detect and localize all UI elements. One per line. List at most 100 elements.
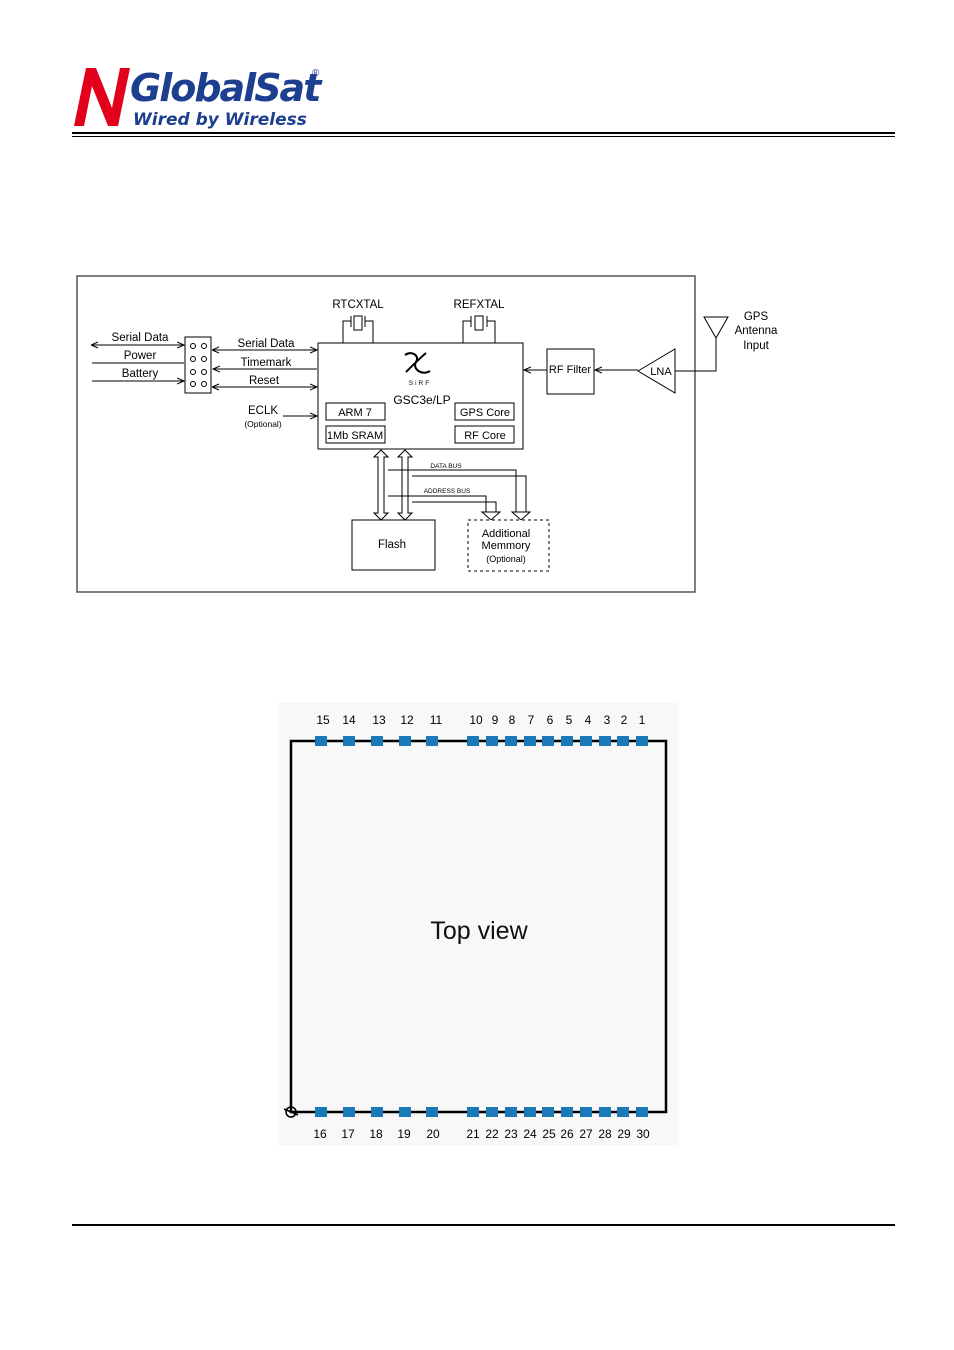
pin-number: 10: [469, 713, 483, 727]
pin-number: 9: [492, 713, 499, 727]
eclk-note: (Optional): [244, 419, 281, 429]
pin-pad: [561, 736, 573, 746]
sirf-chip: [317, 342, 524, 450]
pin-number: 25: [542, 1127, 556, 1141]
pin-pad: [315, 736, 327, 746]
ref-crystal-icon: [462, 315, 496, 343]
brand-name: GlobalSat: [130, 66, 321, 110]
pin-number: 24: [523, 1127, 537, 1141]
address-bus-label: ADDRESS BUS: [424, 488, 471, 495]
pin-pad: [524, 736, 536, 746]
arm7-label: ARM 7: [338, 407, 372, 419]
additional-memory-note: (Optional): [486, 554, 526, 564]
pin-pad: [486, 1107, 498, 1117]
pin-pad: [561, 1107, 573, 1117]
arm7-block: [325, 402, 386, 421]
gps-core-label: GPS Core: [460, 407, 510, 419]
sram-label: 1Mb SRAM: [327, 430, 383, 442]
company-logo: [72, 66, 332, 132]
pin-pad: [426, 1107, 438, 1117]
pin-pad: [580, 736, 592, 746]
rtc-crystal-icon: [342, 315, 374, 343]
pin-pad: [617, 1107, 629, 1117]
antenna-feed-line: [675, 332, 717, 372]
pin-number: 7: [528, 713, 535, 727]
ref-crystal-label: REFXTAL: [454, 299, 506, 311]
sirf-logo-icon: [404, 352, 431, 374]
chip-signal-label: Serial Data: [238, 338, 295, 350]
pin1-marker-icon: [283, 1106, 299, 1118]
pin-pad: [599, 1107, 611, 1117]
module-outline: [289, 739, 668, 1114]
pin-pad: [505, 1107, 517, 1117]
header-divider-thin: [72, 136, 895, 137]
antenna-label: Input: [743, 340, 769, 352]
pin-number: 4: [585, 713, 592, 727]
rtc-crystal-label: RTCXTAL: [332, 299, 384, 311]
diagram-frame: [76, 275, 696, 593]
registered-mark: ®: [312, 68, 320, 79]
bottom-pin-pads: [315, 1107, 648, 1117]
data-bus-line: [412, 475, 527, 512]
pin-number: 8: [509, 713, 516, 727]
pin-number: 22: [485, 1127, 499, 1141]
pin-number: 28: [598, 1127, 612, 1141]
pin-number: 19: [397, 1127, 411, 1141]
pin-number: 18: [369, 1127, 383, 1141]
pin-pad: [399, 736, 411, 746]
top-view-label: Top view: [430, 917, 528, 945]
pin-pad: [315, 1107, 327, 1117]
pin-pad: [426, 736, 438, 746]
chip-signal-label: Reset: [249, 375, 280, 387]
left-signal-label: Battery: [122, 368, 159, 380]
antenna-icon: [703, 316, 729, 340]
header-divider: [72, 132, 895, 134]
data-bus-label: DATA BUS: [430, 463, 462, 470]
address-bus-arrow: [480, 511, 502, 521]
pin-pad: [599, 736, 611, 746]
pin-pad: [542, 736, 554, 746]
sirf-logo-text: SiRF: [409, 380, 431, 387]
pin-number: 21: [466, 1127, 480, 1141]
pin-pad: [371, 736, 383, 746]
pin-pad: [505, 736, 517, 746]
pin-number: 14: [342, 713, 356, 727]
pin-number: 11: [430, 713, 443, 727]
pin-pad: [617, 736, 629, 746]
pin-pad: [580, 1107, 592, 1117]
additional-memory-block: [467, 519, 550, 572]
address-bus-line: [412, 501, 497, 512]
pin-pad: [486, 736, 498, 746]
rf-core-block: [454, 425, 515, 444]
pin-number: 5: [566, 713, 573, 727]
antenna-label: GPS: [744, 311, 769, 323]
top-pin-pads: [315, 736, 648, 746]
pin-number: 17: [341, 1127, 355, 1141]
rf-filter-label: RF Filter: [549, 364, 592, 376]
pin-pad: [636, 736, 648, 746]
pin-number: 13: [372, 713, 386, 727]
additional-memory-label: Memmory: [482, 540, 531, 552]
pin-number: 27: [579, 1127, 593, 1141]
chip-name: GSC3e/LP: [393, 393, 450, 407]
footer-divider: [72, 1224, 895, 1226]
data-bus-arrow: [510, 511, 532, 521]
pin-pad: [542, 1107, 554, 1117]
chip-signal-label: Timemark: [241, 357, 292, 369]
additional-memory-label: Additional: [482, 528, 530, 540]
gps-core-block: [454, 402, 515, 421]
pin-pad: [467, 736, 479, 746]
pin-pad: [467, 1107, 479, 1117]
pin-pad: [343, 736, 355, 746]
pin-number: 30: [636, 1127, 650, 1141]
pin-pad: [399, 1107, 411, 1117]
pin-number: 6: [547, 713, 554, 727]
lna-label: LNA: [650, 366, 672, 378]
eclk-label: ECLK: [248, 405, 278, 417]
data-bus-line: [388, 469, 517, 512]
pin-number: 1: [639, 713, 646, 727]
pin-number: 12: [400, 713, 414, 727]
pin-pad: [524, 1107, 536, 1117]
